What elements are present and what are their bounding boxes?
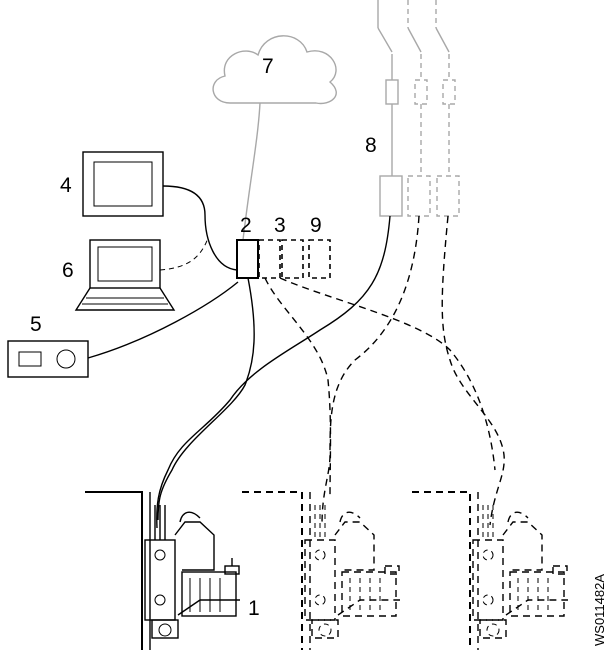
laptop-icon — [74, 239, 176, 311]
label-controller: 2 — [240, 214, 252, 237]
pump-icon — [85, 491, 240, 650]
pump-icon — [242, 491, 400, 650]
signal-cables — [87, 185, 505, 529]
power-supply-lines — [377, 0, 460, 217]
drawing-code: WS011482A — [592, 574, 607, 646]
label-module-a: 3 — [274, 214, 286, 237]
expansion-module-icon — [258, 239, 281, 279]
label-monitor: 4 — [60, 174, 72, 197]
label-module-b: 9 — [310, 214, 322, 237]
label-pump: 1 — [248, 597, 260, 620]
expansion-module-icon — [308, 239, 331, 279]
label-cloud: 7 — [262, 55, 274, 78]
label-power-supply: 8 — [365, 134, 377, 157]
monitor-icon — [82, 151, 164, 217]
controller-module-icon — [236, 239, 259, 279]
label-control-box: 5 — [30, 313, 42, 336]
control-box-icon — [7, 340, 89, 378]
label-laptop: 6 — [62, 259, 74, 282]
expansion-module-icon — [281, 239, 304, 279]
cloud-icon — [212, 35, 337, 241]
pump-icon — [412, 491, 568, 650]
